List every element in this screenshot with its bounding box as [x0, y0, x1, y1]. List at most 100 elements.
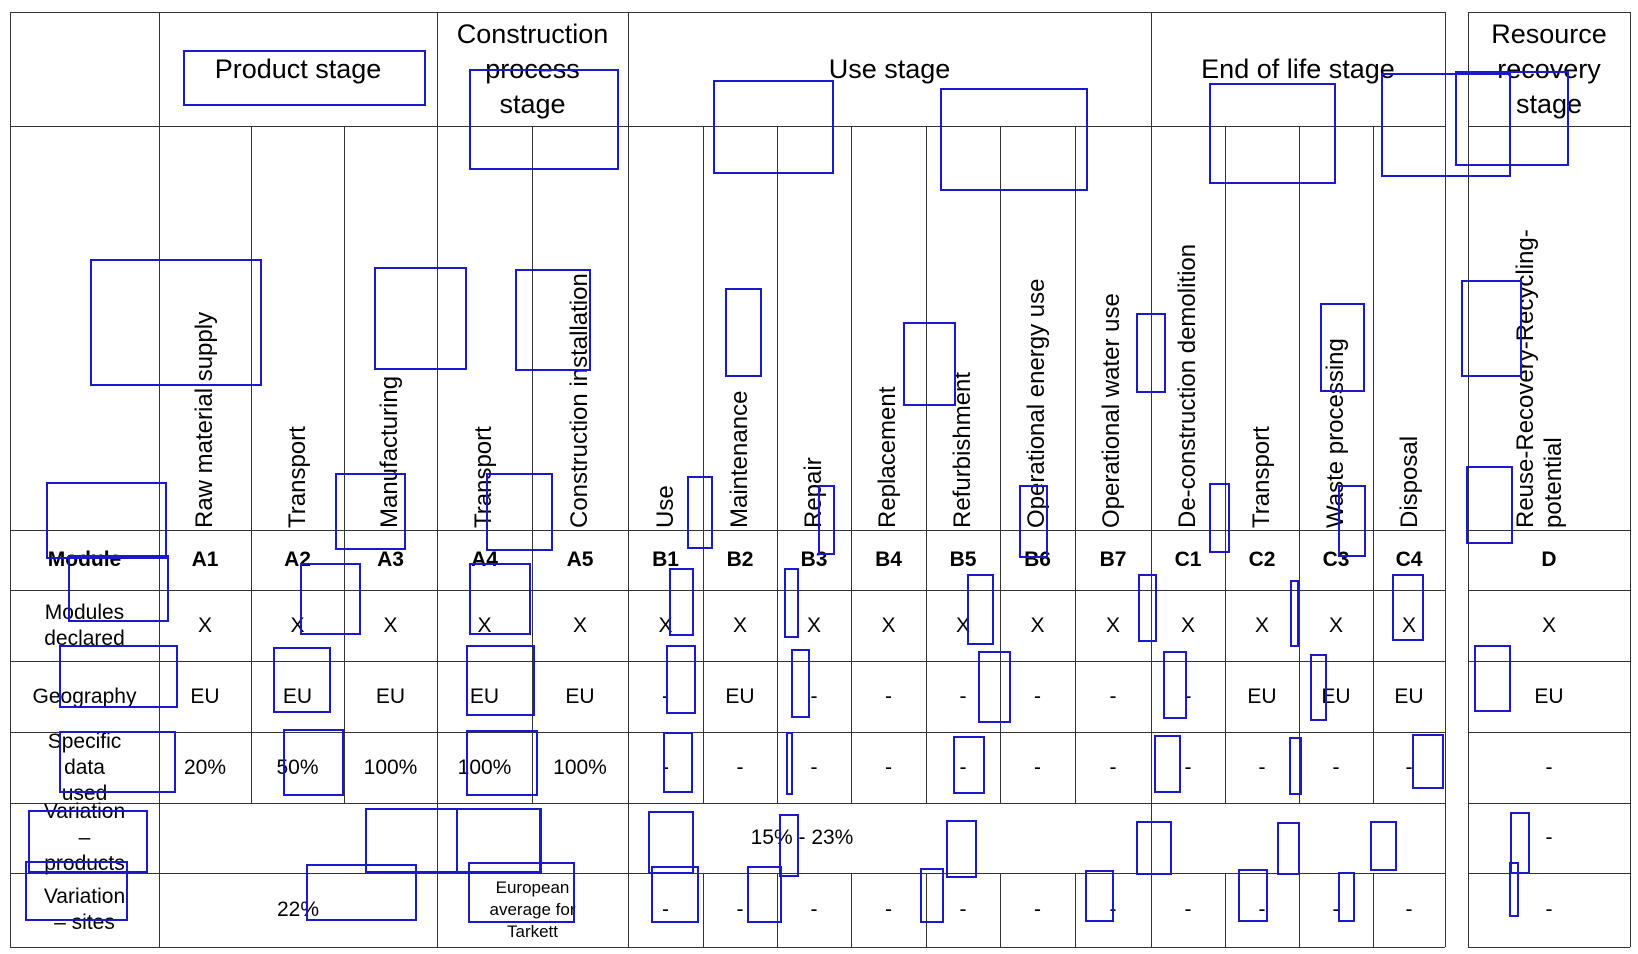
specific-value: -: [885, 755, 892, 779]
declared-cell: X: [1299, 590, 1373, 661]
declared-cell: X: [777, 590, 851, 661]
annotation-box: [1289, 737, 1302, 795]
annotation-box: [784, 568, 799, 638]
var-sites-value-product: 22%: [276, 898, 320, 921]
specific-cell: 100%: [344, 732, 437, 803]
specific-cell: -: [1000, 732, 1075, 803]
annotation-box: [648, 811, 694, 874]
annotation-box: [466, 645, 535, 716]
annotation-box: [59, 731, 176, 793]
specific-cell: -: [1075, 732, 1151, 803]
declared-cell: X: [926, 590, 1000, 661]
geography-cell: -: [926, 661, 1000, 732]
module-code-cell: A1: [159, 530, 251, 590]
specific-cell: -: [926, 732, 1000, 803]
declared-cell: X: [437, 590, 532, 661]
annotation-box: [967, 574, 994, 645]
specific-cell: -: [1225, 732, 1299, 803]
var-sites-cell: -: [1151, 873, 1225, 947]
grid-vline: [1373, 873, 1375, 947]
specific-cell: -: [628, 732, 703, 803]
grid-vline: [437, 12, 439, 947]
grid-hline: [10, 126, 1445, 128]
annotation-box: [1209, 83, 1336, 184]
annotation-box: [786, 732, 793, 795]
grid-vline: [851, 126, 853, 803]
geography-cell: EU: [1468, 661, 1630, 732]
grid-vline: [777, 126, 779, 803]
grid-vline: [1445, 12, 1447, 947]
grid-vline: [344, 126, 346, 803]
grid-vline: [1225, 873, 1227, 947]
var-sites-cell: -: [703, 873, 777, 947]
grid-vline: [1299, 126, 1301, 803]
annotation-box: [651, 866, 699, 923]
module-code-cell: A3: [344, 530, 437, 590]
annotation-box: [1455, 71, 1569, 166]
specific-value: -: [1332, 755, 1340, 779]
specific-value: -: [1109, 755, 1117, 779]
specific-cell: -: [1373, 732, 1445, 803]
header-product-stage: Product stage: [159, 12, 437, 126]
annotation-box: [747, 866, 782, 923]
annotation-box: [183, 50, 426, 106]
specific-value: -: [1184, 755, 1192, 779]
specific-value: 100%: [363, 755, 418, 779]
module-name-a2: Transport: [284, 426, 311, 528]
annotation-box: [1320, 303, 1365, 392]
specific-value: 20%: [183, 755, 227, 779]
grid-vline: [628, 12, 630, 947]
annotation-box: [1466, 466, 1513, 544]
grid-vline: [851, 873, 853, 947]
var-products-value: 15% - 23%: [750, 826, 854, 849]
module-name-b1: Use: [652, 485, 679, 528]
header-product-stage-label: Product stage: [214, 53, 382, 84]
grid-vline: [1151, 12, 1153, 947]
annotation-box: [486, 473, 553, 551]
var-sites-value: -: [1545, 898, 1553, 921]
geography-value: -: [959, 684, 967, 708]
var-sites-cell: -: [926, 873, 1000, 947]
declared-cell: X: [532, 590, 628, 661]
var-sites-cell: -: [628, 873, 703, 947]
specific-value: -: [1545, 755, 1553, 779]
var-sites-value: -: [736, 898, 744, 921]
annotation-box: [791, 649, 810, 718]
annotation-box: [68, 555, 169, 622]
specific-cell: 50%: [251, 732, 344, 803]
annotation-box: [1381, 73, 1511, 177]
var-sites-value: -: [1405, 898, 1413, 921]
module-name-d-label: Reuse-Recovery-Recycling-potential: [1512, 229, 1567, 528]
module-code-cell: A2: [251, 530, 344, 590]
annotation-box: [1510, 812, 1530, 874]
specific-cell: -: [777, 732, 851, 803]
specific-value: -: [1034, 755, 1041, 779]
geography-value: -: [885, 684, 892, 708]
grid-vline: [1299, 873, 1301, 947]
geography-cell: EU: [703, 661, 777, 732]
module-code-cell: A5: [532, 530, 628, 590]
var-sites-cell: -: [1373, 873, 1445, 947]
module-code-cell: B1: [628, 530, 703, 590]
var-sites-cell: -: [1000, 873, 1075, 947]
annotation-box: [1019, 485, 1048, 558]
var-sites-value: -: [885, 898, 892, 921]
declared-cell: X: [1151, 590, 1225, 661]
row-label-specific: Specific data used: [10, 730, 159, 805]
declared-value: X: [197, 613, 212, 637]
grid-vline: [251, 126, 253, 803]
annotation-box: [283, 729, 344, 796]
grid-vline: [1225, 126, 1227, 803]
geography-cell: EU: [1299, 661, 1373, 732]
grid-vline: [703, 873, 705, 947]
annotation-box: [273, 647, 331, 713]
grid-hline: [1468, 873, 1630, 875]
annotation-box: [940, 88, 1088, 191]
module-code: B1: [652, 548, 679, 571]
geography-cell: -: [1000, 661, 1075, 732]
specific-cell: 100%: [437, 732, 532, 803]
declared-cell: X: [851, 590, 926, 661]
annotation-box: [1277, 822, 1300, 875]
row-label-geography-text: Geography: [32, 684, 137, 708]
geography-cell: -: [777, 661, 851, 732]
